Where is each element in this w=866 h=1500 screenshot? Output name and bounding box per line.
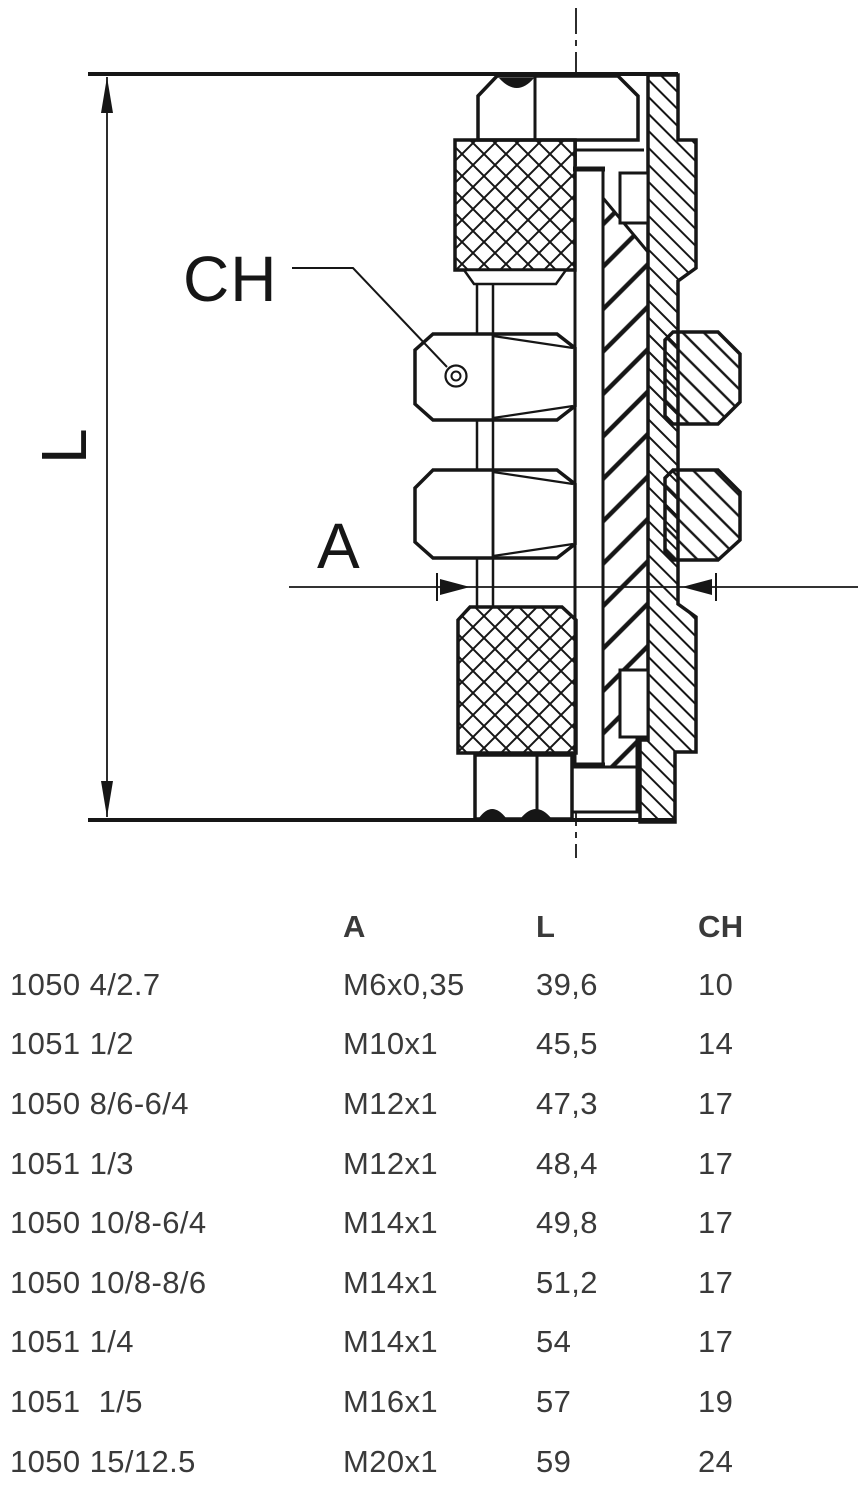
top-hex-nut-chamfer-shade: [499, 78, 534, 88]
thread-dim-label: A: [317, 510, 360, 582]
table-cell-length: 48,4: [536, 1145, 598, 1181]
knurled-sleeve-upper: [453, 138, 577, 272]
right-locknut-upper: [663, 330, 742, 426]
table-cell-model: 1050 4/2.7: [10, 966, 161, 1002]
table-cell-model: 1051 1/4: [10, 1324, 134, 1360]
table-cell-length: 54: [536, 1324, 572, 1360]
table-row: 1050 15/12.5 M20x1 59 24: [0, 1432, 866, 1492]
header-thread: A: [343, 909, 366, 944]
table-cell-length: 49,8: [536, 1205, 598, 1241]
table-cell-model: 1051 1/2: [10, 1026, 134, 1062]
table-cell-wrench: 17: [698, 1205, 734, 1241]
table-cell-length: 59: [536, 1443, 572, 1479]
table-cell-wrench: 17: [698, 1324, 734, 1360]
knurled-sleeve-upper-lip: [461, 268, 569, 286]
table-row: 1051 1/5 M16x1 57 19: [0, 1372, 866, 1432]
mid-hex-nut-lower: [413, 468, 577, 560]
table-cell-length: 45,5: [536, 1026, 598, 1062]
thread-dimension: A: [289, 510, 858, 601]
mid-nut-upper-bottom-face: [492, 404, 574, 420]
length-dim-label: L: [28, 428, 100, 464]
bulkhead-panel: [638, 73, 698, 824]
mid-nut-upper-top-face: [492, 334, 574, 350]
body-bottom-pocket: [570, 765, 639, 814]
table-cell-model: 1050 10/8-6/4: [10, 1205, 207, 1241]
dim-arrow-left-icon: [682, 579, 712, 595]
table-cell-wrench: 24: [698, 1443, 734, 1479]
table-cell-length: 57: [536, 1383, 572, 1419]
table-row: 1051 1/3 M12x1 48,4 17: [0, 1134, 866, 1194]
mid-nut-lower-top-face: [492, 470, 574, 486]
header-length: L: [536, 909, 556, 944]
mid-hex-nut-upper: [413, 332, 577, 422]
table-row: 1051 1/4 M14x1 54 17: [0, 1313, 866, 1373]
table-cell-thread: M10x1: [343, 1026, 439, 1062]
wrench-size-label: CH: [183, 243, 277, 315]
wrench-size-callout: CH: [183, 243, 468, 388]
table-cell-thread: M12x1: [343, 1145, 439, 1181]
spec-table-header: A L CH: [0, 899, 866, 955]
table-row: 1051 1/2 M10x1 45,5 14: [0, 1015, 866, 1075]
leader-target-inner-icon: [450, 370, 462, 382]
spec-table-body: 1050 4/2.7 M6x0,35 39,6 10 1051 1/2 M10x1 45,5…: [0, 955, 866, 1491]
body-notch-lower: [618, 668, 650, 739]
table-cell-wrench: 10: [698, 966, 734, 1002]
table-cell-model: 1050 15/12.5: [10, 1443, 196, 1479]
table-row: 1050 10/8-6/4 M14x1 49,8 17: [0, 1193, 866, 1253]
table-cell-wrench: 17: [698, 1085, 734, 1121]
bulkhead-fitting-section-view: L CH: [28, 8, 858, 858]
central-stem: [573, 166, 605, 769]
table-cell-wrench: 19: [698, 1383, 734, 1419]
table-cell-length: 39,6: [536, 966, 598, 1002]
table-cell-thread: M12x1: [343, 1085, 439, 1121]
leader-target-outer-icon: [444, 364, 468, 388]
length-dimension: L: [28, 77, 113, 817]
bottom-nut-chamfer-shade-2: [521, 809, 551, 818]
table-row: 1050 4/2.7 M6x0,35 39,6 10: [0, 955, 866, 1015]
table-cell-thread: M6x0,35: [343, 966, 465, 1002]
table-cell-thread: M14x1: [343, 1264, 439, 1300]
tube-outline: [475, 284, 495, 607]
header-wrench: CH: [698, 909, 744, 944]
leader-line: [292, 267, 448, 368]
table-row: 1050 10/8-8/6 M14x1 51,2 17: [0, 1253, 866, 1313]
table-cell-thread: M20x1: [343, 1443, 439, 1479]
table-cell-length: 47,3: [536, 1085, 598, 1121]
table-cell-wrench: 17: [698, 1145, 734, 1181]
table-cell-model: 1051 1/3: [10, 1145, 134, 1181]
technical-drawing: L CH: [28, 8, 858, 858]
table-cell-model: 1050 10/8-8/6: [10, 1264, 207, 1300]
bottom-hex-nut: [473, 753, 574, 821]
table-cell-model: 1050 8/6-6/4: [10, 1085, 189, 1121]
table-row: 1050 8/6-6/4 M12x1 47,3 17: [0, 1074, 866, 1134]
dim-arrow-right-icon: [440, 579, 470, 595]
body-notch-upper: [618, 171, 650, 225]
table-cell-thread: M14x1: [343, 1324, 439, 1360]
bottom-nut-chamfer-shade-1: [479, 809, 506, 818]
dim-arrow-up-icon: [101, 77, 113, 113]
table-cell-wrench: 17: [698, 1264, 734, 1300]
mid-nut-lower-bottom-face: [492, 542, 574, 558]
table-cell-length: 51,2: [536, 1264, 598, 1300]
right-locknut-lower: [663, 468, 742, 562]
table-cell-thread: M14x1: [343, 1205, 439, 1241]
knurled-sleeve-lower: [456, 605, 578, 755]
dim-arrow-down-icon: [101, 781, 113, 817]
table-cell-thread: M16x1: [343, 1383, 439, 1419]
top-hex-nut: [476, 74, 640, 142]
table-cell-wrench: 14: [698, 1026, 734, 1062]
table-cell-model: 1051 1/5: [10, 1383, 143, 1419]
